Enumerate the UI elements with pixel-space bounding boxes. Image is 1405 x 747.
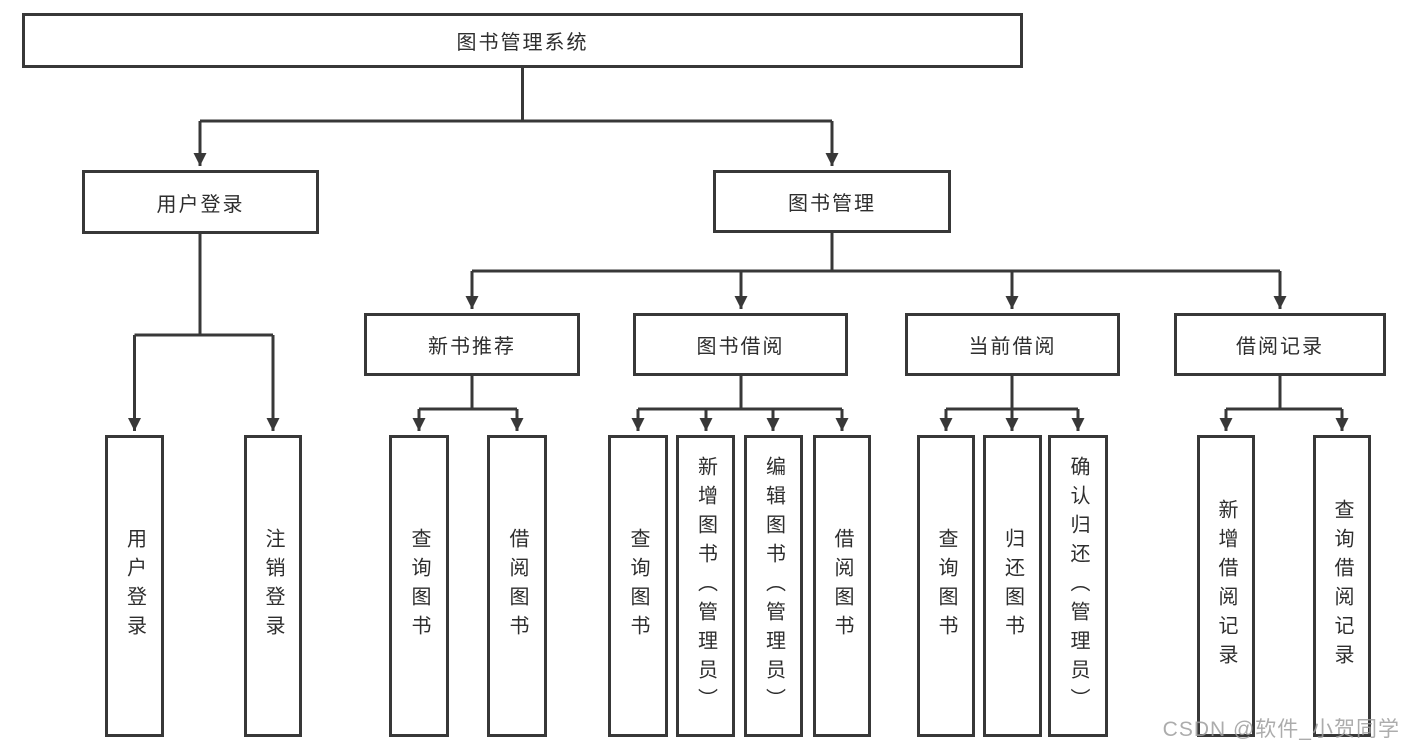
node-borrow-records: 借阅记录 (1174, 313, 1386, 376)
node-book-mgmt: 图书管理 (713, 170, 951, 233)
leaf-records-add-record: 新增借阅记录 (1197, 435, 1255, 737)
leaf-newbook-query-books: 查询图书 (389, 435, 449, 737)
node-book-borrow: 图书借阅 (633, 313, 848, 376)
leaf-newbook-borrow-books: 借阅图书 (487, 435, 547, 737)
leaf-current-return-books: 归还图书 (983, 435, 1042, 737)
leaf-borrow-borrow-books: 借阅图书 (813, 435, 871, 737)
node-user-login: 用户登录 (82, 170, 319, 234)
leaf-borrow-query-books: 查询图书 (608, 435, 668, 737)
node-root: 图书管理系统 (22, 13, 1023, 68)
node-current-borrow: 当前借阅 (905, 313, 1120, 376)
leaf-current-query-books: 查询图书 (917, 435, 975, 737)
leaf-borrow-add-books-admin: 新增图书（管理员） (676, 435, 735, 737)
leaf-current-confirm-return-admin: 确认归还（管理员） (1048, 435, 1108, 737)
csdn-watermark: CSDN @软件_小贺同学 (1162, 718, 1400, 741)
node-new-book-rec: 新书推荐 (364, 313, 580, 376)
leaf-borrow-edit-books-admin: 编辑图书（管理员） (744, 435, 803, 737)
leaf-logout: 注销登录 (244, 435, 302, 737)
leaf-records-query-record: 查询借阅记录 (1313, 435, 1371, 737)
leaf-user-login: 用户登录 (105, 435, 164, 737)
